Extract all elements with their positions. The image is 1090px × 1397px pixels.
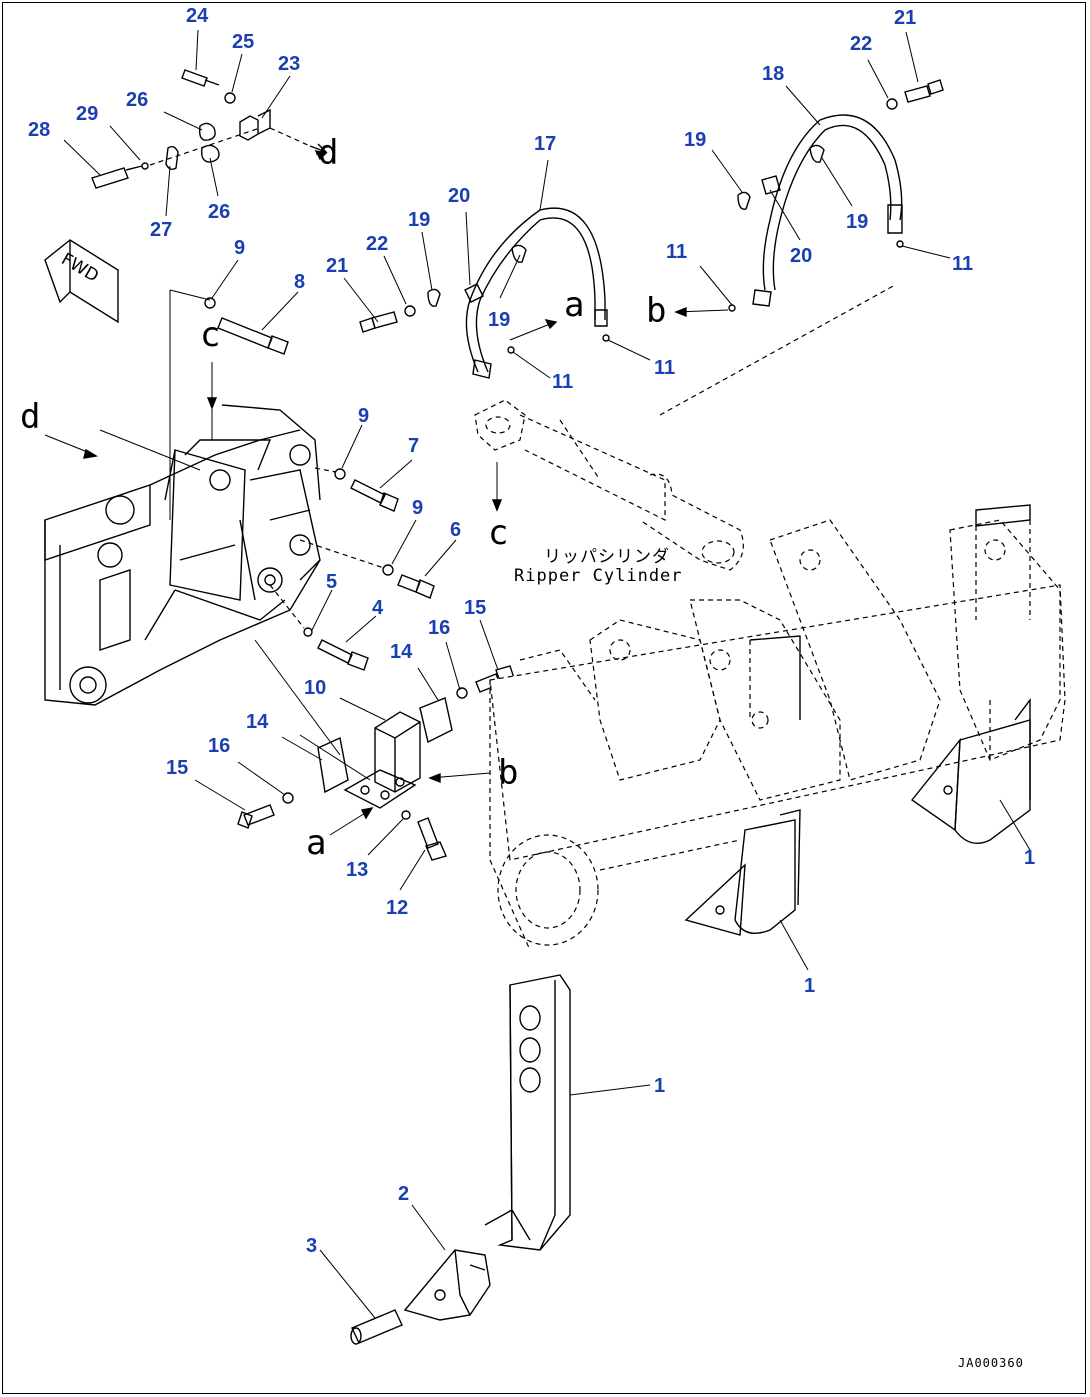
callout-16: 16	[428, 617, 451, 639]
callout-9: 9	[412, 497, 424, 519]
callout-2: 2	[398, 1183, 410, 1205]
clamp-assembly	[91, 69, 328, 189]
callout-11: 11	[552, 371, 574, 393]
callout-12: 12	[386, 897, 409, 919]
callout-17: 17	[534, 133, 557, 155]
pin	[350, 1309, 403, 1345]
shank-right	[910, 697, 1031, 844]
leader-lines	[63, 29, 1031, 1319]
callout-20: 20	[448, 185, 471, 207]
ref-d: d	[318, 133, 339, 173]
bolts-middle	[204, 297, 515, 861]
shank-middle	[684, 809, 801, 936]
callout-16: 16	[208, 735, 231, 757]
callout-11: 11	[654, 357, 676, 379]
callout-14: 14	[246, 711, 269, 733]
reference-arrows	[44, 150, 729, 836]
callout-27: 27	[150, 219, 173, 241]
callout-9: 9	[234, 237, 246, 259]
callout-3: 3	[306, 1235, 318, 1257]
callout-14: 14	[390, 641, 413, 663]
callout-1: 1	[1024, 847, 1036, 869]
ref-d: d	[20, 397, 41, 437]
callout-6: 6	[450, 519, 462, 541]
callout-19: 19	[846, 211, 869, 233]
o-ring	[507, 346, 515, 354]
callout-15: 15	[464, 597, 487, 619]
callout-4: 4	[372, 597, 384, 619]
o-ring	[728, 304, 736, 312]
o-ring	[896, 240, 904, 248]
callout-13: 13	[346, 859, 369, 881]
callout-11: 11	[666, 241, 688, 263]
callout-10: 10	[304, 677, 327, 699]
callout-26: 26	[126, 89, 149, 111]
callout-18: 18	[762, 63, 785, 85]
hose-17	[359, 207, 608, 379]
ref-b: b	[498, 753, 519, 793]
callout-21: 21	[894, 7, 917, 29]
ref-b: b	[646, 291, 667, 331]
callout-19: 19	[684, 129, 707, 151]
callout-5: 5	[326, 571, 338, 593]
tooth	[403, 1249, 491, 1321]
fwd-arrow	[44, 239, 119, 324]
callout-1: 1	[804, 975, 816, 997]
callout-25: 25	[232, 31, 255, 53]
cylinder-label-en: Ripper Cylinder	[514, 566, 683, 586]
callout-19: 19	[408, 209, 431, 231]
ref-a: a	[564, 285, 585, 325]
callout-21: 21	[326, 255, 349, 277]
callout-8: 8	[294, 271, 306, 293]
callout-22: 22	[366, 233, 389, 255]
callout-23: 23	[278, 53, 301, 75]
callout-15: 15	[166, 757, 189, 779]
callout-9: 9	[358, 405, 370, 427]
callout-20: 20	[790, 245, 813, 267]
callout-28: 28	[28, 119, 51, 141]
cylinder-label-jp: リッパシリンダ	[544, 547, 670, 567]
callout-11: 11	[952, 253, 974, 275]
callout-24: 24	[186, 5, 209, 27]
o-ring	[602, 334, 610, 342]
callout-1: 1	[654, 1075, 666, 1097]
ripper-frame-left	[44, 404, 321, 706]
callout-22: 22	[850, 33, 873, 55]
ref-c: c	[488, 513, 509, 553]
callout-26: 26	[208, 201, 231, 223]
valve-block	[254, 639, 453, 809]
ripper-beam	[489, 519, 1066, 951]
hose-18	[659, 79, 944, 416]
ref-c: c	[200, 315, 221, 355]
callout-29: 29	[76, 103, 99, 125]
shank-loose	[484, 974, 571, 1251]
ref-a: a	[306, 823, 327, 863]
drawing-number: JA000360	[958, 1356, 1024, 1370]
callout-7: 7	[408, 435, 420, 457]
callout-19: 19	[488, 309, 511, 331]
ripper-cylinder	[474, 399, 744, 571]
